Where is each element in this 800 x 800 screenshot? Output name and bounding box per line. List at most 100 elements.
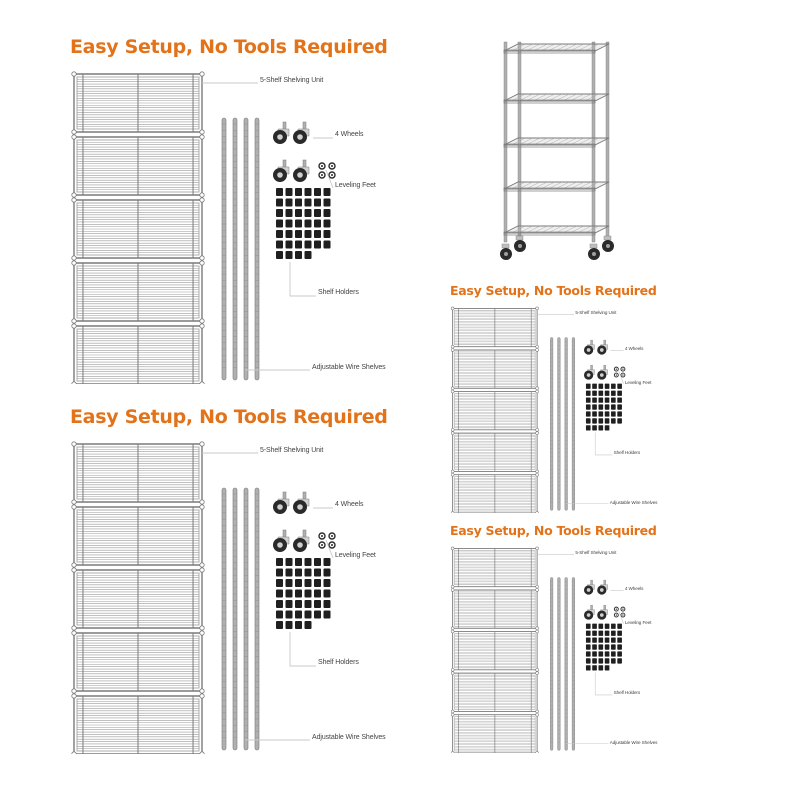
shelf-holder (295, 568, 302, 577)
shelf-holder (604, 630, 610, 636)
foot-center (615, 374, 617, 376)
shelf-corner-sleeve (71, 134, 77, 140)
shelf-holder (285, 219, 293, 228)
leveling-foot (328, 532, 336, 540)
shelf-holder (604, 665, 610, 671)
shelf-holder (276, 600, 283, 608)
shelf-corner-sleeve (535, 671, 539, 675)
shelf-corner-sleeve (535, 469, 539, 474)
label-shelving-unit: 5-Shelf Shelving Unit (260, 77, 324, 84)
shelf-holder (276, 230, 283, 238)
label-shelf-holders: Shelf Holders (613, 450, 641, 456)
wire-shelf (450, 431, 539, 474)
shelf-holder (323, 610, 331, 619)
shelf-corner-sleeve (535, 306, 539, 311)
shelf-corner-sleeve (71, 693, 77, 699)
caster-hub (297, 134, 303, 140)
shelf-corner-sleeve (71, 625, 77, 631)
shelf-holder (592, 630, 597, 636)
shelf-holder (314, 558, 321, 566)
foot-center (331, 544, 333, 546)
shelf-holder (295, 558, 302, 566)
shelf-corner-sleeve (71, 318, 77, 324)
caster-hub (586, 613, 591, 617)
caster-wheel (273, 529, 290, 552)
rack-wheel-hub (606, 244, 610, 248)
caster-wheel (293, 159, 310, 182)
shelf-corner-sleeve (71, 562, 77, 568)
callout-leader-line (289, 262, 316, 297)
shelf-holder (598, 390, 604, 396)
shelf-holder (617, 390, 622, 396)
caster-wheel (583, 579, 595, 595)
shelf-holder (604, 623, 610, 629)
shelf-holder (617, 623, 622, 629)
pole (254, 117, 260, 381)
shelf-holder (585, 418, 591, 424)
wire-shelf (71, 71, 205, 135)
shelf-corner-sleeve (199, 255, 205, 261)
caster-hub (277, 172, 283, 178)
shelf-holder (323, 568, 331, 577)
shelf-corner-sleeve (535, 428, 539, 432)
shelf-corner-sleeve (450, 709, 455, 714)
shelf-corner-sleeve (199, 129, 205, 135)
callout-leader-line (594, 432, 613, 456)
leveling-foot (328, 171, 336, 179)
panel-title: Easy Setup, No Tools Required (450, 523, 657, 539)
rack-shelf-surface (503, 93, 610, 102)
shelf-holder (598, 630, 604, 636)
caster-hub (599, 348, 604, 352)
leveling-foot (613, 612, 619, 618)
callout-leader-line (325, 539, 334, 559)
foot-center (331, 535, 333, 537)
wire-shelf (71, 693, 205, 754)
caster-hub (277, 134, 283, 140)
pole (550, 337, 554, 511)
shelf-corner-sleeve (535, 344, 539, 349)
wire-shelf (450, 629, 539, 672)
rack-wheel-hub (592, 252, 596, 256)
rack-shelf (503, 137, 610, 148)
shelf-corner-sleeve (535, 546, 539, 551)
shelf-corner-sleeve (199, 630, 205, 636)
shelf-holder (611, 418, 616, 424)
shelf-holder (323, 589, 331, 598)
shelf-corner-sleeve (450, 584, 455, 589)
shelf-corner-sleeve (450, 751, 455, 753)
rack-wheel (500, 243, 512, 260)
shelf-holder (323, 600, 331, 608)
shelf-holder (323, 579, 331, 587)
rack-shelf-front-edge (503, 143, 596, 148)
wire-shelf (450, 389, 539, 432)
leveling-foot (318, 171, 326, 179)
rack-wheel (602, 235, 614, 252)
label-wire-shelves: Adjustable Wire Shelves (609, 739, 658, 745)
rack-shelf (503, 93, 610, 104)
shelf-corner-sleeve (450, 386, 455, 390)
rack-shelf-surface (503, 181, 610, 190)
shelf-corner-sleeve (199, 504, 205, 510)
shelf-holder (592, 665, 597, 671)
shelf-holder (295, 600, 302, 608)
shelf-holder (592, 390, 597, 396)
caster-wheel (293, 491, 310, 514)
shelf-holder (304, 219, 312, 228)
shelf-holder (598, 404, 604, 410)
leveling-foot (620, 612, 626, 618)
caster-wheel (583, 604, 595, 620)
shelf-holder (285, 610, 293, 619)
shelf-holder (604, 418, 610, 424)
shelf-holder (598, 418, 604, 424)
label-wheels: 4 Wheels (335, 131, 364, 138)
shelf-holder (304, 188, 312, 196)
shelf-holder (304, 230, 312, 238)
foot-center (622, 374, 624, 376)
setup-panel-bottom-right: Easy Setup, No Tools Required 5-Shelf Sh… (450, 522, 668, 753)
shelf-holder (611, 644, 616, 650)
shelf-holder (598, 644, 604, 650)
caster-hub (586, 588, 591, 592)
label-shelving-unit: 5-Shelf Shelving Unit (575, 550, 617, 556)
foot-center (622, 608, 624, 610)
foot-center (622, 368, 624, 370)
